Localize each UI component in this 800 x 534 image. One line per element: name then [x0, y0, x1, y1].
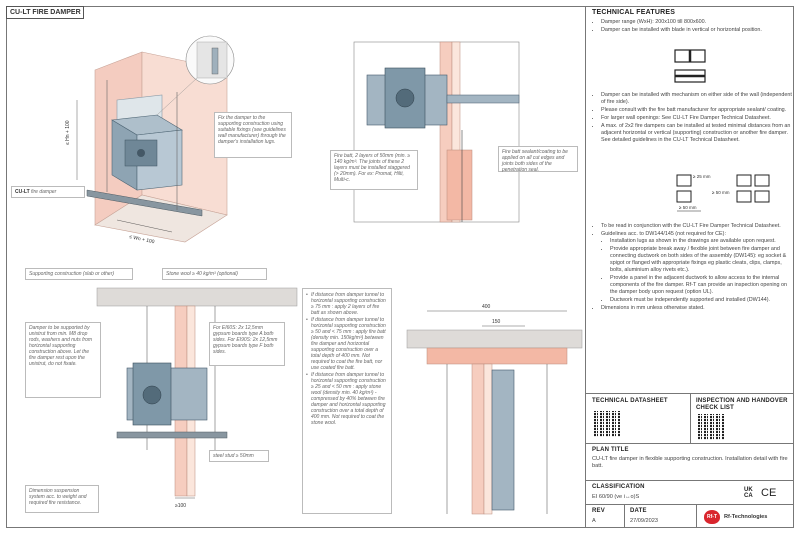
guideline-item: Ductwork must be independently supported…	[610, 297, 793, 304]
brand-name: Rf-Technologies	[724, 514, 768, 520]
info-panel: TECHNICAL FEATURES Damper range (WxH): 2…	[585, 6, 794, 528]
spacing-label-25: ≥ 25 mm	[693, 174, 711, 179]
plan-title-heading: PLAN TITLE	[592, 447, 629, 453]
iso-dim-w: ≤ Wn + 100	[129, 234, 156, 245]
rev-label: REV	[592, 508, 605, 514]
feature-item: Damper can be installed with blade in ve…	[601, 27, 793, 34]
blade-orientation-icon	[674, 49, 706, 83]
dim-150: 150	[492, 319, 501, 325]
divider	[586, 504, 794, 505]
datasheet-qr-code[interactable]	[594, 411, 620, 437]
guideline-item: Provide appropriate break away / flexibl…	[610, 246, 793, 274]
distance-note-1: •If distance from damper tunnel to horiz…	[306, 292, 386, 316]
inspection-qr-code[interactable]	[698, 414, 724, 440]
divider	[690, 393, 691, 443]
elev-dim-100: ≥100	[175, 503, 186, 509]
features-list-b: Damper can be installed with mechanism o…	[594, 92, 793, 145]
supporting-construction-label: Supporting construction (slab or other)	[25, 268, 133, 280]
stone-wool-label: Stone wool ≥ 40 kg/m³ (optional)	[162, 268, 267, 280]
rev-value: A	[592, 518, 596, 524]
guideline-item: Provide a panel in the adjacent ductwork…	[610, 275, 793, 296]
feature-item: Guidelines acc. to DW144/145 (not requir…	[601, 231, 793, 304]
feature-item: Please consult with the fire batt manufa…	[601, 107, 793, 114]
feature-item: For larger wall openings: See CU-LT Fire…	[601, 115, 793, 122]
spacing-diagram-icon: ≥ 25 mm ≥ 50 mm ≥ 50 mm	[676, 174, 770, 212]
ce-mark: CE	[761, 487, 777, 499]
ukca-mark: UK CA	[744, 487, 753, 499]
distance-note-2: •If distance from damper tunnel to horiz…	[306, 317, 386, 371]
steel-stud-label: steel stud ≥ 50mm	[209, 450, 269, 462]
date-value: 27/09/2023	[630, 518, 658, 524]
datasheet-heading: TECHNICAL DATASHEET	[592, 398, 668, 404]
plan-title-text: CU-LT fire damper in flexible supporting…	[592, 456, 788, 469]
rft-logo-icon: Rf-T	[704, 510, 720, 524]
divider	[586, 480, 794, 481]
coating-note: Fire batt sealant/coating to be applied …	[498, 146, 578, 173]
classification-value: EI 60/90 (ve i↔o)S	[592, 494, 640, 500]
feature-item: A max. of 2x2 fire dampers can be instal…	[601, 123, 793, 144]
suspension-note: Dimension suspension system acc. to weig…	[25, 485, 99, 513]
section-detail-bottom: 400 150	[406, 304, 583, 515]
spacing-label-50a: ≥ 50 mm	[712, 190, 730, 195]
feature-item: Damper range (WxH): 200x100 till 800x600…	[601, 19, 793, 26]
gypsum-note: For EI60S: 2x 12,5mm gypsum boards type …	[209, 322, 285, 366]
firebatt-note: Fire batt, 2 layers of 50mm (min. ≥ 140 …	[330, 150, 418, 190]
dim-400: 400	[482, 304, 491, 310]
distance-note-3: •If distance from damper tunnel to horiz…	[306, 372, 386, 426]
feature-item: Dimensions in mm unless otherwise stated…	[601, 305, 793, 312]
drawing-canvas: ≤ Hn + 100 ≤ Wn + 100	[65, 35, 583, 515]
divider	[624, 504, 625, 528]
damper-support-note: Damper to be supported by unistrut from …	[25, 322, 101, 398]
distance-notes: •If distance from damper tunnel to horiz…	[302, 288, 392, 514]
guideline-item: Installation lugs as shown in the drawin…	[610, 238, 793, 245]
elevation-view: ≥100	[96, 287, 298, 509]
iso-label-b: fire damper	[31, 189, 57, 195]
feature-item: Damper can be installed with mechanism o…	[601, 92, 793, 106]
iso-product-label: CU-LT fire damper	[11, 186, 85, 198]
features-list-a: Damper range (WxH): 200x100 till 800x600…	[594, 19, 793, 35]
drawing-area: ≤ Hn + 100 ≤ Wn + 100	[7, 20, 585, 527]
spacing-label-50b: ≥ 50 mm	[679, 205, 697, 210]
sheet-title: CU-LT FIRE DAMPER	[6, 6, 84, 19]
iso-dim-h: ≤ Hn + 100	[65, 120, 71, 145]
iso-view: ≤ Hn + 100 ≤ Wn + 100	[65, 35, 235, 245]
section-detail-top	[353, 41, 520, 223]
classification-heading: CLASSIFICATION	[592, 484, 645, 490]
divider	[586, 443, 794, 444]
date-label: DATE	[630, 508, 647, 514]
features-list-c: To be read in conjunction with the CU-LT…	[594, 223, 793, 313]
inspection-heading: INSPECTION AND HANDOVER CHECK LIST	[696, 398, 788, 411]
guideline-sublist: Installation lugs as shown in the drawin…	[601, 238, 793, 304]
technical-features-heading: TECHNICAL FEATURES	[592, 9, 676, 16]
feature-item: To be read in conjunction with the CU-LT…	[601, 223, 793, 230]
iso-label-a: CU-LT	[15, 189, 30, 195]
fix-note: Fix the damper to the supporting constru…	[214, 112, 292, 158]
divider	[696, 504, 697, 528]
